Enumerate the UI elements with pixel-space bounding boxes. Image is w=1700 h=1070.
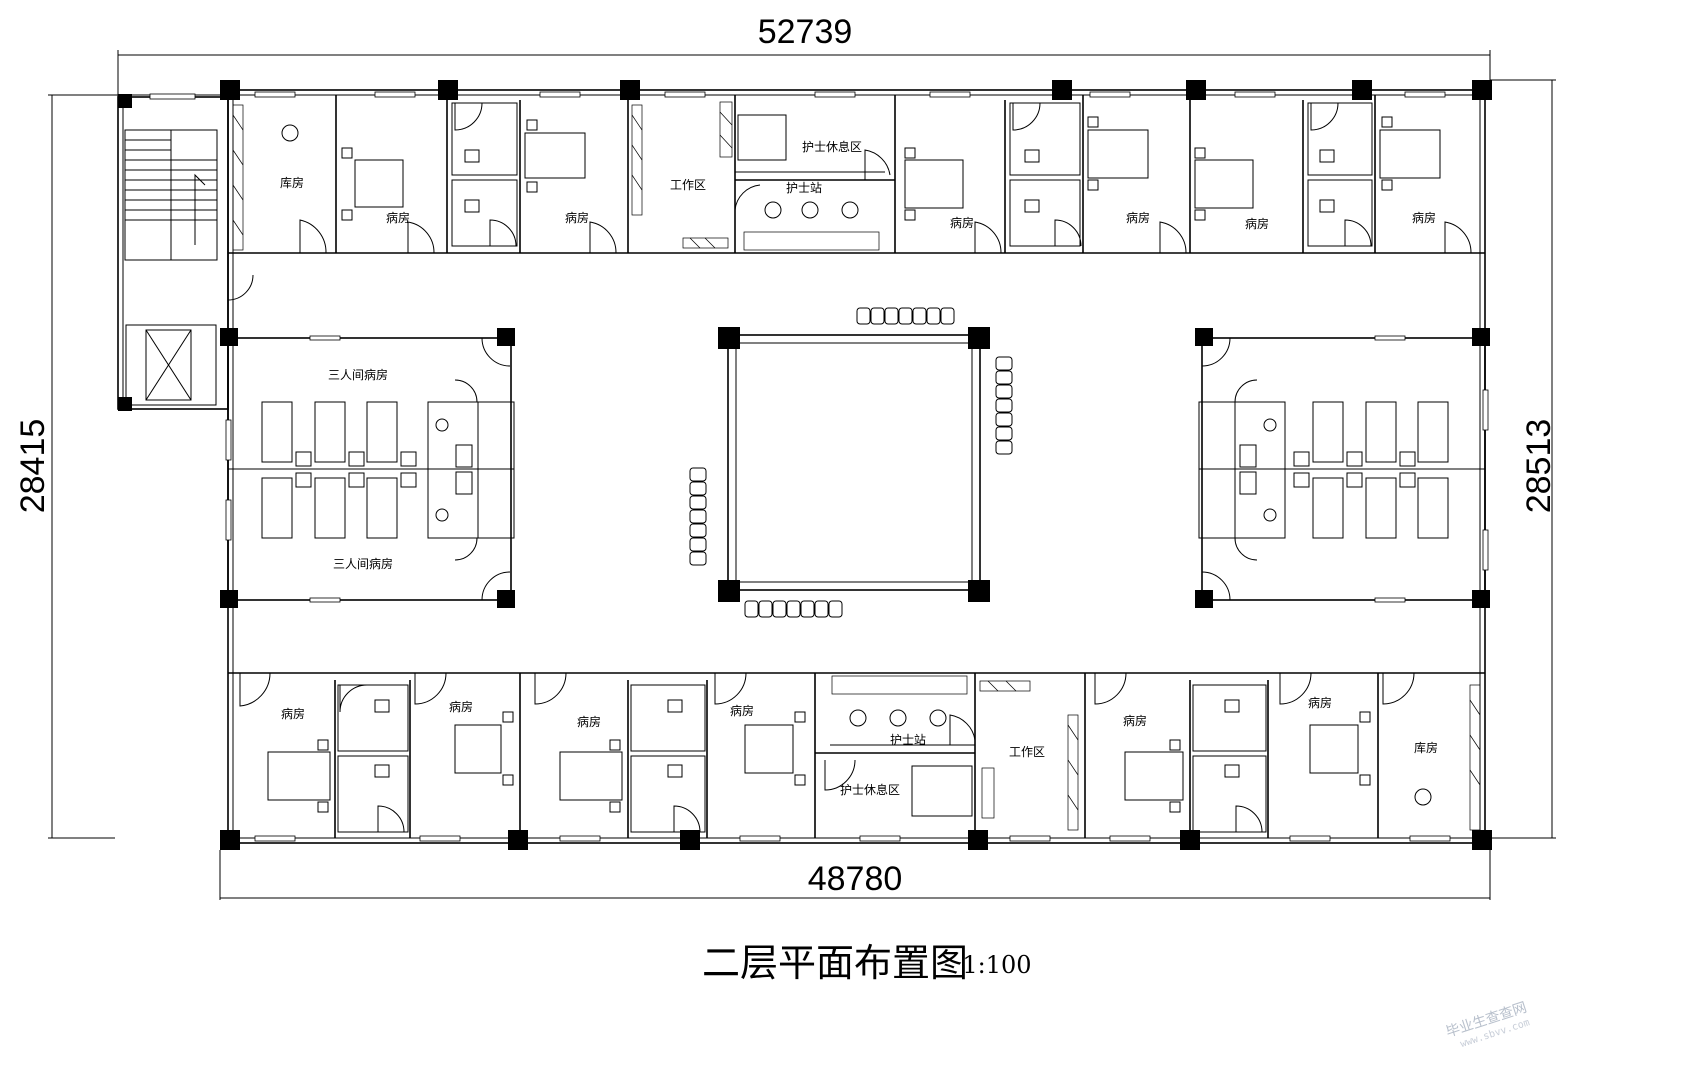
dimension-bottom: 48780 <box>808 860 903 898</box>
atrium <box>727 334 981 591</box>
label-ward-top-1: 病房 <box>386 210 410 225</box>
label-nurse-rest-bottom: 护士休息区 <box>840 782 900 797</box>
label-ward-top-6: 病房 <box>1412 210 1436 225</box>
watermark-stamp: 毕业生查查网 www.sbvv.com <box>1444 1000 1531 1050</box>
top-room-walls <box>228 95 1485 254</box>
drawing-title: 二层平面布置图 <box>702 941 968 985</box>
label-ward-top-4: 病房 <box>1126 210 1150 225</box>
label-nurse-station-bottom: 护士站 <box>890 733 926 747</box>
waiting-seats <box>689 307 1013 618</box>
bottom-room-walls <box>228 672 1485 838</box>
label-work-area-top: 工作区 <box>670 178 706 192</box>
label-ward-top-2: 病房 <box>565 210 589 225</box>
label-ward-top-3: 病房 <box>950 215 974 230</box>
label-nurse-station-top: 护士站 <box>786 181 822 195</box>
elevator <box>125 324 217 406</box>
label-ward-bottom-6: 病房 <box>1308 695 1332 710</box>
windows <box>149 91 1489 842</box>
label-triple-ward-1: 三人间病房 <box>328 367 388 382</box>
label-nurse-rest-top: 护士休息区 <box>802 139 862 154</box>
furniture <box>261 114 1449 817</box>
label-storage-bottom: 库房 <box>1414 740 1438 755</box>
columns <box>118 80 1492 850</box>
label-storage-top: 库房 <box>280 175 304 190</box>
label-work-area-bottom: 工作区 <box>1009 745 1045 759</box>
label-ward-bottom-2: 病房 <box>449 699 473 714</box>
dimension-right: 28513 <box>1520 419 1558 514</box>
dimension-left: 28415 <box>14 419 52 514</box>
outer-walls <box>117 89 1486 844</box>
label-ward-bottom-1: 病房 <box>281 706 305 721</box>
dimension-top: 52739 <box>758 13 853 51</box>
label-ward-top-5: 病房 <box>1245 216 1269 231</box>
cabinets <box>232 101 1481 831</box>
middle-ward-walls <box>227 337 1486 601</box>
label-ward-bottom-5: 病房 <box>1123 713 1147 728</box>
label-ward-bottom-3: 病房 <box>577 714 601 729</box>
doors <box>227 102 1472 833</box>
drawing-scale: 1:100 <box>962 951 1031 979</box>
label-ward-bottom-4: 病房 <box>730 703 754 718</box>
stair <box>124 129 218 261</box>
label-triple-ward-2: 三人间病房 <box>333 556 393 571</box>
dimension-lines <box>48 50 1556 900</box>
